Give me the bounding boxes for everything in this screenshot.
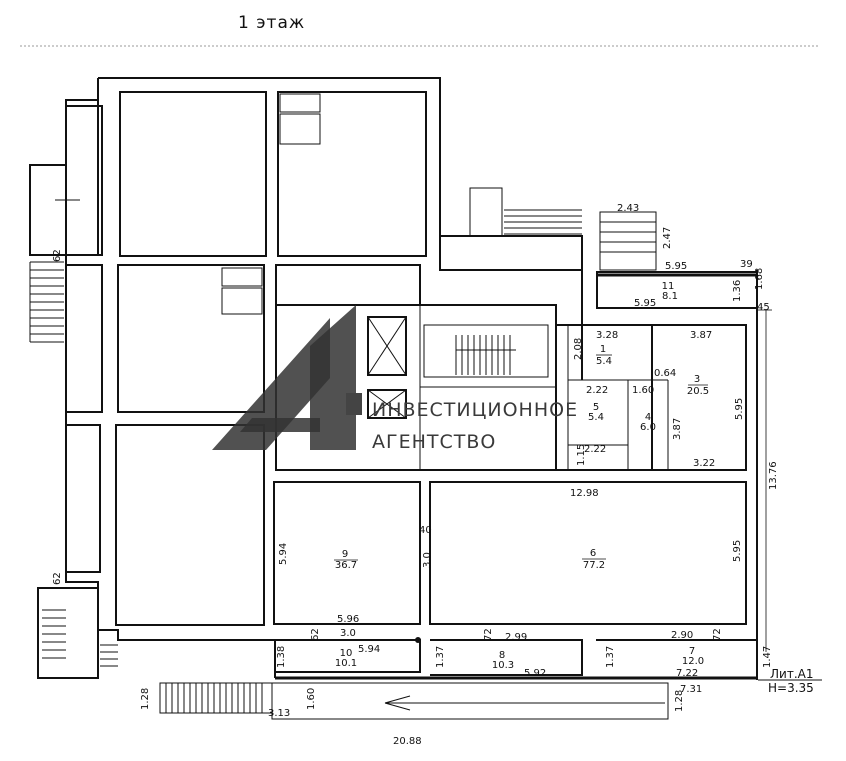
dim-label: 2.43: [617, 203, 639, 214]
dim-label: 72: [712, 628, 723, 641]
building-label-line1: Лит.А1: [770, 667, 813, 681]
room-10-area: 10.1: [335, 658, 357, 669]
core-stair-treads: [455, 335, 516, 375]
dim-label: 45: [757, 302, 770, 313]
dim-label: 72: [483, 628, 494, 641]
dim-label: 5.94: [278, 543, 289, 565]
dim-label: 5.94: [358, 644, 380, 655]
dim-label: 1.15: [576, 444, 587, 466]
marker-dot-icon: [415, 637, 421, 643]
room-5-area: 5.4: [588, 412, 604, 423]
dim-label: 1.38: [276, 646, 287, 668]
dimension-lines: [159, 309, 772, 719]
dim-label: 2.47: [662, 227, 673, 249]
dim-label: 1.36: [732, 280, 743, 302]
dim-label: 3.13: [268, 708, 290, 719]
room-5-number: 5: [593, 402, 599, 413]
dim-label: 1.28: [140, 688, 151, 710]
dim-label: 5.95: [634, 298, 656, 309]
left-lower-stair: [37, 587, 118, 679]
logo-1-shape: [310, 305, 356, 450]
dim-label: 5.92: [524, 668, 546, 679]
room-9-number: 9: [342, 549, 348, 560]
room-4-number: 4: [645, 412, 651, 423]
room-4-area: 6.0: [640, 422, 656, 433]
floor-title: 1 этаж: [238, 13, 305, 33]
room-1-area: 5.4: [596, 356, 612, 367]
left-upper-stair: [29, 164, 80, 343]
dimension-labels: 2.43 2.47 5.95 39 1.68 45 1.36 5.95 3.28…: [52, 203, 779, 747]
dim-label: 3.87: [672, 418, 683, 440]
room-8-area: 10.3: [492, 660, 514, 671]
room-labels: 1 5.4 3 20.5 4 6.0 5 5.4 6 77.2 7 12.0 8…: [334, 281, 709, 671]
dim-label: 13.76: [768, 461, 779, 490]
room-6-area: 77.2: [583, 560, 605, 571]
dim-label: 3.0: [340, 628, 356, 639]
dim-label: 2.90: [671, 630, 693, 641]
dim-label: 5.96: [337, 614, 359, 625]
room-6-number: 6: [590, 548, 596, 559]
room-11-area: 8.1: [662, 291, 678, 302]
room-9-area: 36.7: [335, 560, 357, 571]
dim-label: 2.08: [573, 338, 584, 360]
dim-label: 1.47: [762, 646, 773, 668]
dim-label: 3.22: [693, 458, 715, 469]
dim-label: 62: [52, 572, 63, 585]
dim-label: 3.28: [596, 330, 618, 341]
dim-label: 20.88: [393, 736, 422, 747]
dim-label: 1.37: [605, 646, 616, 668]
room-7-area: 12.0: [682, 656, 704, 667]
dim-label: 1.60: [632, 385, 654, 396]
room-10-number: 10: [340, 648, 353, 659]
dim-label: 2.99: [505, 632, 527, 643]
dim-label: 1.68: [754, 268, 765, 290]
dim-label: 7.31: [680, 684, 702, 695]
brand-line-1: ИНВЕСТИЦИОННОЕ: [372, 399, 578, 421]
dim-label: 5.95: [665, 261, 687, 272]
room-3-number: 3: [694, 374, 700, 385]
room-8-number: 8: [499, 650, 505, 661]
brand-line-2: АГЕНТСТВО: [372, 431, 496, 453]
dim-label: 1.37: [435, 646, 446, 668]
dim-label: 40: [419, 525, 432, 536]
dim-label: 5.95: [732, 540, 743, 562]
dim-label: 62: [310, 628, 321, 641]
dim-label: 39: [740, 259, 753, 270]
dim-label: 3.87: [690, 330, 712, 341]
right-wing-walls: [556, 211, 758, 680]
brand-watermark: ИНВЕСТИЦИОННОЕ АГЕНТСТВО: [212, 305, 578, 453]
dim-label: 7.22: [676, 668, 698, 679]
dim-label: 1.60: [306, 688, 317, 710]
lower-rooms-walls: [159, 481, 758, 720]
building-label-line2: Н=3.35: [768, 681, 814, 695]
room-1-number: 1: [600, 344, 606, 355]
room-3-area: 20.5: [687, 386, 709, 397]
dim-label: 2.22: [586, 385, 608, 396]
dim-label: 5.95: [734, 398, 745, 420]
room-11-number: 11: [662, 281, 675, 292]
dim-label: 12.98: [570, 488, 599, 499]
room-7-number: 7: [689, 646, 695, 657]
dim-label: 2.22: [584, 444, 606, 455]
logo-a-shape: [212, 318, 330, 450]
dim-label: 0.64: [654, 368, 676, 379]
dim-label: 62: [52, 249, 63, 262]
dim-label: 1.28: [674, 690, 685, 712]
dim-label: 3.0: [422, 552, 433, 568]
